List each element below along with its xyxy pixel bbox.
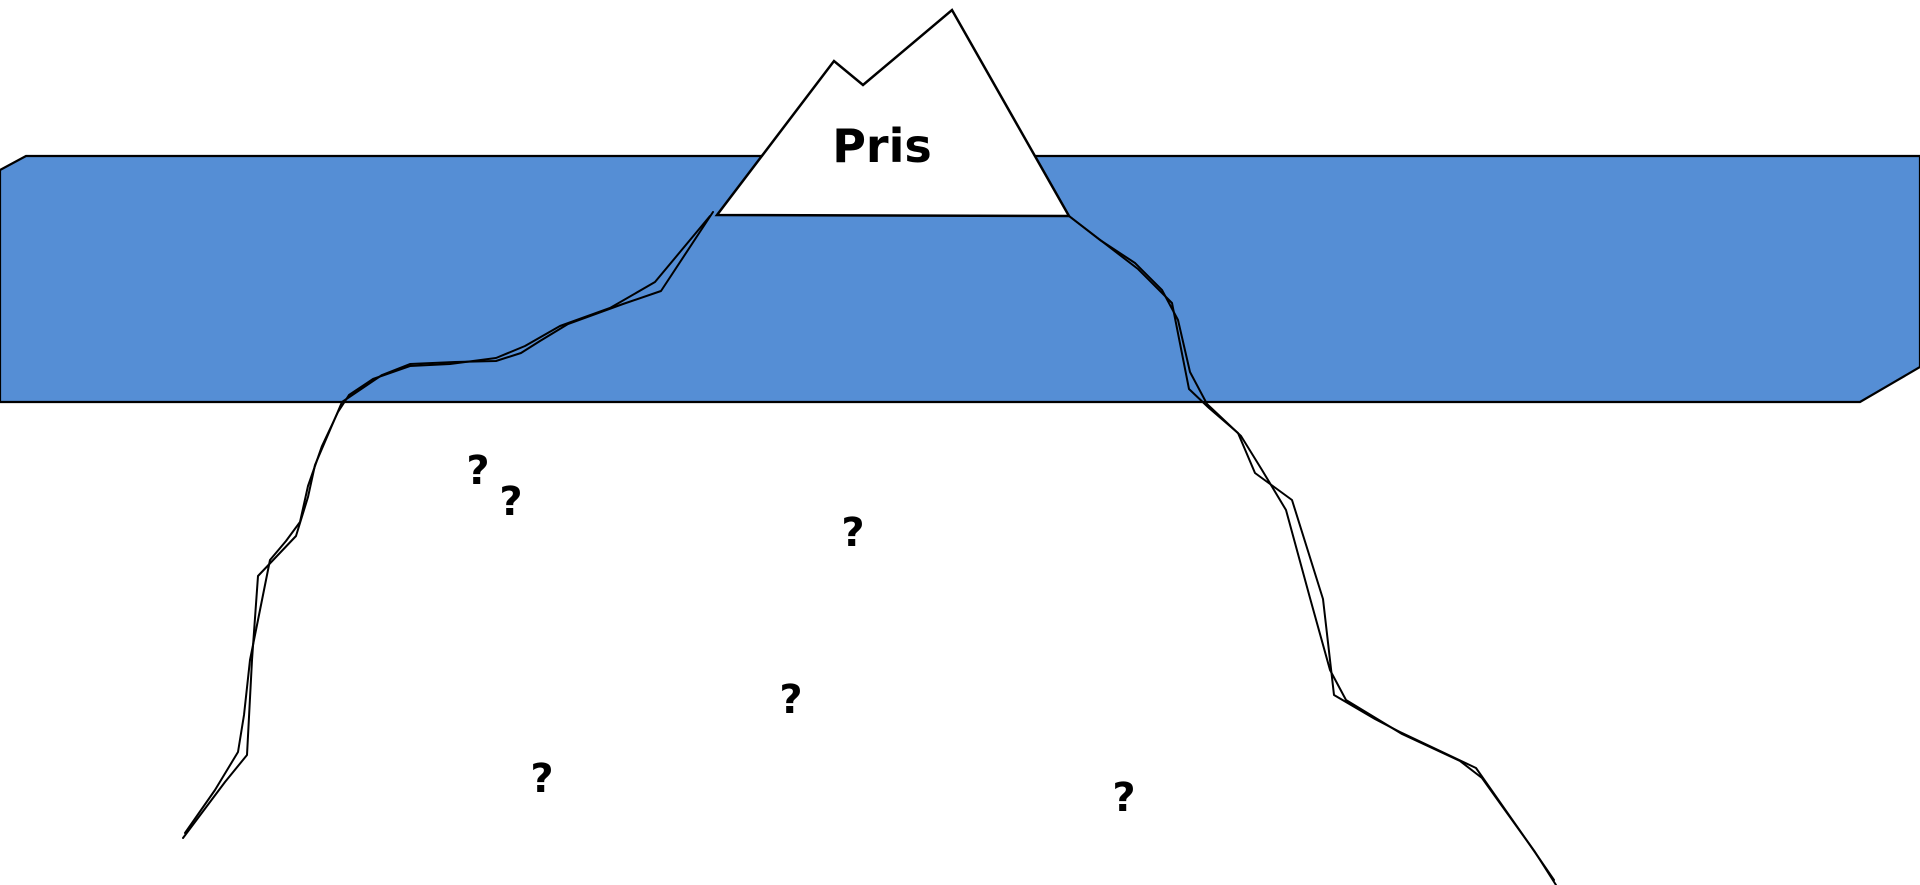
question-mark: ? bbox=[779, 677, 802, 723]
water-band bbox=[0, 154, 1920, 404]
question-mark: ? bbox=[499, 479, 522, 525]
iceberg-right-outline-sketch bbox=[1068, 215, 1557, 885]
iceberg-tip bbox=[714, 8, 1072, 218]
question-mark: ? bbox=[466, 448, 489, 494]
question-mark: ? bbox=[530, 756, 553, 802]
question-mark: ? bbox=[841, 510, 864, 556]
iceberg-left-outline-sketch bbox=[184, 215, 711, 834]
question-mark: ? bbox=[1112, 775, 1135, 821]
tip-label: Pris bbox=[832, 119, 932, 173]
